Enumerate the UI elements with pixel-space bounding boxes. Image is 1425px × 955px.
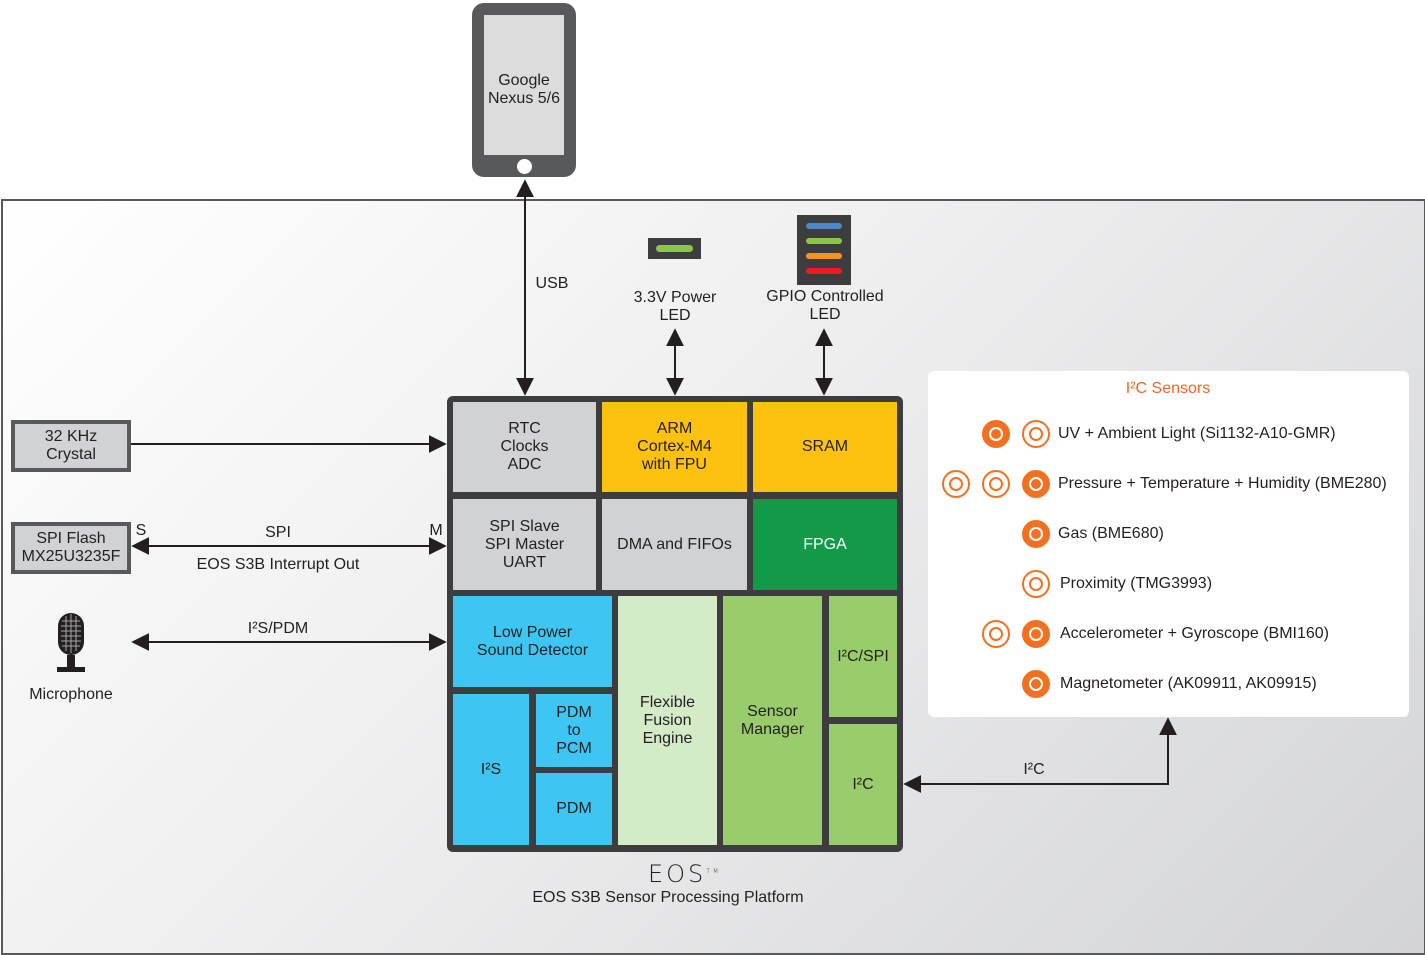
- pdm-to-pcm-block: PDM to PCM: [536, 694, 612, 767]
- spi-uart-block: SPI Slave SPI Master UART: [453, 499, 596, 590]
- sensors-title: I²C Sensors: [1125, 380, 1211, 397]
- i2c-line: [903, 717, 1177, 793]
- gpio-led-label: GPIO Controlled LED: [766, 288, 884, 323]
- gyroscope-icon: [1022, 620, 1050, 648]
- sensor-label: UV + Ambient Light (Si1132-A10-GMR): [1058, 425, 1336, 442]
- pdm-block: PDM: [536, 773, 612, 845]
- arm-block: ARM Cortex-M4 with FPU: [602, 402, 747, 492]
- gpio-led-icon: [797, 215, 851, 285]
- i2c-block: I²C: [829, 724, 897, 845]
- power-led-label: 3.3V Power LED: [633, 289, 717, 324]
- spi-label: SPI: [265, 524, 291, 541]
- light-icon-glyph: [1029, 427, 1043, 441]
- fpga-block: FPGA: [753, 499, 897, 590]
- temperature-icon: [982, 470, 1010, 498]
- interrupt-label: EOS S3B Interrupt Out: [196, 556, 360, 573]
- sensor-label: Accelerometer + Gyroscope (BMI160): [1060, 625, 1329, 642]
- sensor-manager-block: Sensor Manager: [723, 596, 822, 845]
- sensor-label: Magnetometer (AK09911, AK09915): [1060, 675, 1317, 692]
- spi-slave-tag: S: [135, 522, 147, 539]
- sensor-label: Pressure + Temperature + Humidity (BME28…: [1058, 475, 1387, 492]
- spi-flash-box: SPI Flash MX25U3235F: [11, 522, 131, 574]
- spi-master-tag: M: [429, 522, 443, 539]
- sensor-label: Proximity (TMG3993): [1060, 575, 1213, 592]
- sensor-label: Gas (BME680): [1058, 525, 1164, 542]
- power-led-bar: [656, 245, 693, 252]
- crystal-box: 32 KHz Crystal: [11, 420, 131, 472]
- uv-icon: [982, 420, 1010, 448]
- microphone-icon: [57, 613, 85, 672]
- eos-logo: EOSTM: [648, 858, 718, 888]
- gpio-led-bar: [806, 238, 842, 244]
- proximity-icon-glyph: [1029, 577, 1043, 591]
- ffe-block: Flexible Fusion Engine: [618, 596, 717, 845]
- microphone-label: Microphone: [29, 686, 113, 703]
- usb-label: USB: [535, 275, 569, 292]
- humidity-icon: [1022, 470, 1050, 498]
- phone-label: Google Nexus 5/6: [487, 72, 561, 107]
- gyroscope-icon-glyph: [1029, 627, 1043, 641]
- phone-home-button-icon: [517, 159, 532, 174]
- dma-block: DMA and FIFOs: [602, 499, 747, 590]
- magnetometer-icon-glyph: [1029, 677, 1043, 691]
- rtc-block: RTC Clocks ADC: [453, 402, 596, 492]
- pressure-icon: [942, 470, 970, 498]
- gpio-led-bar: [806, 253, 842, 259]
- light-icon: [1022, 420, 1050, 448]
- gas-icon-glyph: [1029, 527, 1043, 541]
- power-led-icon: [648, 238, 701, 259]
- pressure-icon-glyph: [949, 477, 963, 491]
- gpio-led-bar: [806, 268, 842, 274]
- i2c-link-label: I²C: [1023, 761, 1045, 778]
- humidity-icon-glyph: [1029, 477, 1043, 491]
- i2c-spi-block: I²C/SPI: [829, 596, 897, 717]
- i2s-block: I²S: [453, 694, 529, 845]
- eos-logo-tm: TM: [706, 868, 722, 875]
- sram-block: SRAM: [753, 402, 897, 492]
- temperature-icon-glyph: [989, 477, 1003, 491]
- gpio-led-bar: [806, 223, 842, 229]
- accelerometer-icon: [982, 620, 1010, 648]
- phone-screen: [484, 15, 564, 155]
- proximity-icon: [1022, 570, 1050, 598]
- lpsd-block: Low Power Sound Detector: [453, 596, 612, 687]
- accelerometer-icon-glyph: [989, 627, 1003, 641]
- uv-icon-glyph: [989, 427, 1003, 441]
- i2s-pdm-label: I²S/PDM: [247, 620, 309, 637]
- platform-caption: EOS S3B Sensor Processing Platform: [532, 889, 804, 906]
- eos-logo-text: EOS: [648, 860, 707, 888]
- magnetometer-icon: [1022, 670, 1050, 698]
- gas-icon: [1022, 520, 1050, 548]
